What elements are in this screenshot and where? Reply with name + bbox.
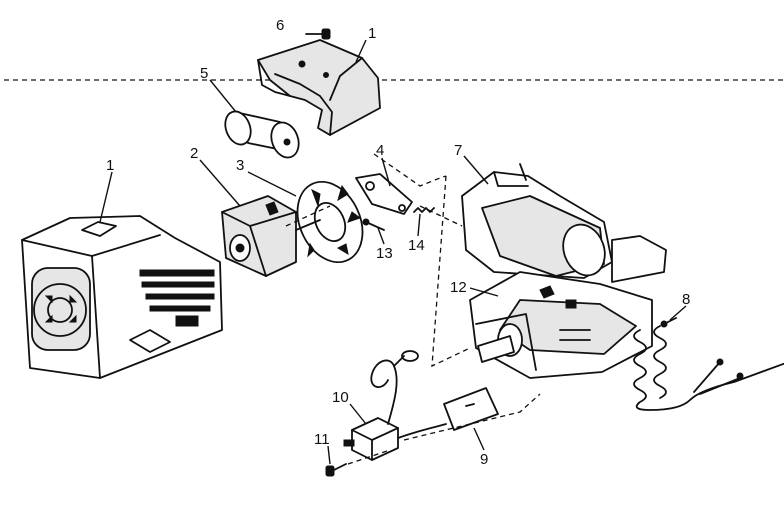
callout-labels: 1 1 2 3 4 5 6 7 8 9 10 11 12 13 14 <box>106 17 690 468</box>
callout-3: 3 <box>236 157 244 174</box>
callout-2: 2 <box>190 145 198 162</box>
callout-9: 9 <box>480 451 488 468</box>
callout-5: 5 <box>200 65 208 82</box>
callout-7: 7 <box>454 142 462 159</box>
callout-13: 13 <box>376 245 393 262</box>
screw-part-6 <box>305 28 331 40</box>
callout-1-top: 1 <box>368 25 376 42</box>
screw-part-11 <box>325 463 347 477</box>
motor-assembly-part-7 <box>461 163 667 283</box>
fan-rotor-part-3 <box>295 180 364 264</box>
callout-10: 10 <box>332 389 349 406</box>
end-bracket-part-2 <box>221 195 297 277</box>
leader-lines <box>99 39 687 465</box>
callout-14: 14 <box>408 237 425 254</box>
mounting-plate-part-4 <box>355 173 413 215</box>
callout-8: 8 <box>682 291 690 308</box>
screw-part-8 <box>660 317 677 328</box>
callout-12: 12 <box>450 279 467 296</box>
callout-11: 11 <box>314 431 330 448</box>
motor-housing-left <box>21 215 223 379</box>
switch-part-10 <box>343 350 447 461</box>
plate-part-9 <box>443 387 499 431</box>
assembly-guide-lines <box>285 153 541 465</box>
callout-4: 4 <box>376 142 384 159</box>
screw-part-13 <box>362 218 385 231</box>
coil-cord <box>633 325 784 411</box>
motor-cover-top <box>257 39 381 136</box>
callout-1-left: 1 <box>106 157 114 174</box>
callout-6: 6 <box>276 17 284 34</box>
drive-unit-part-12 <box>469 271 653 379</box>
capacitor-part-5 <box>224 110 300 159</box>
